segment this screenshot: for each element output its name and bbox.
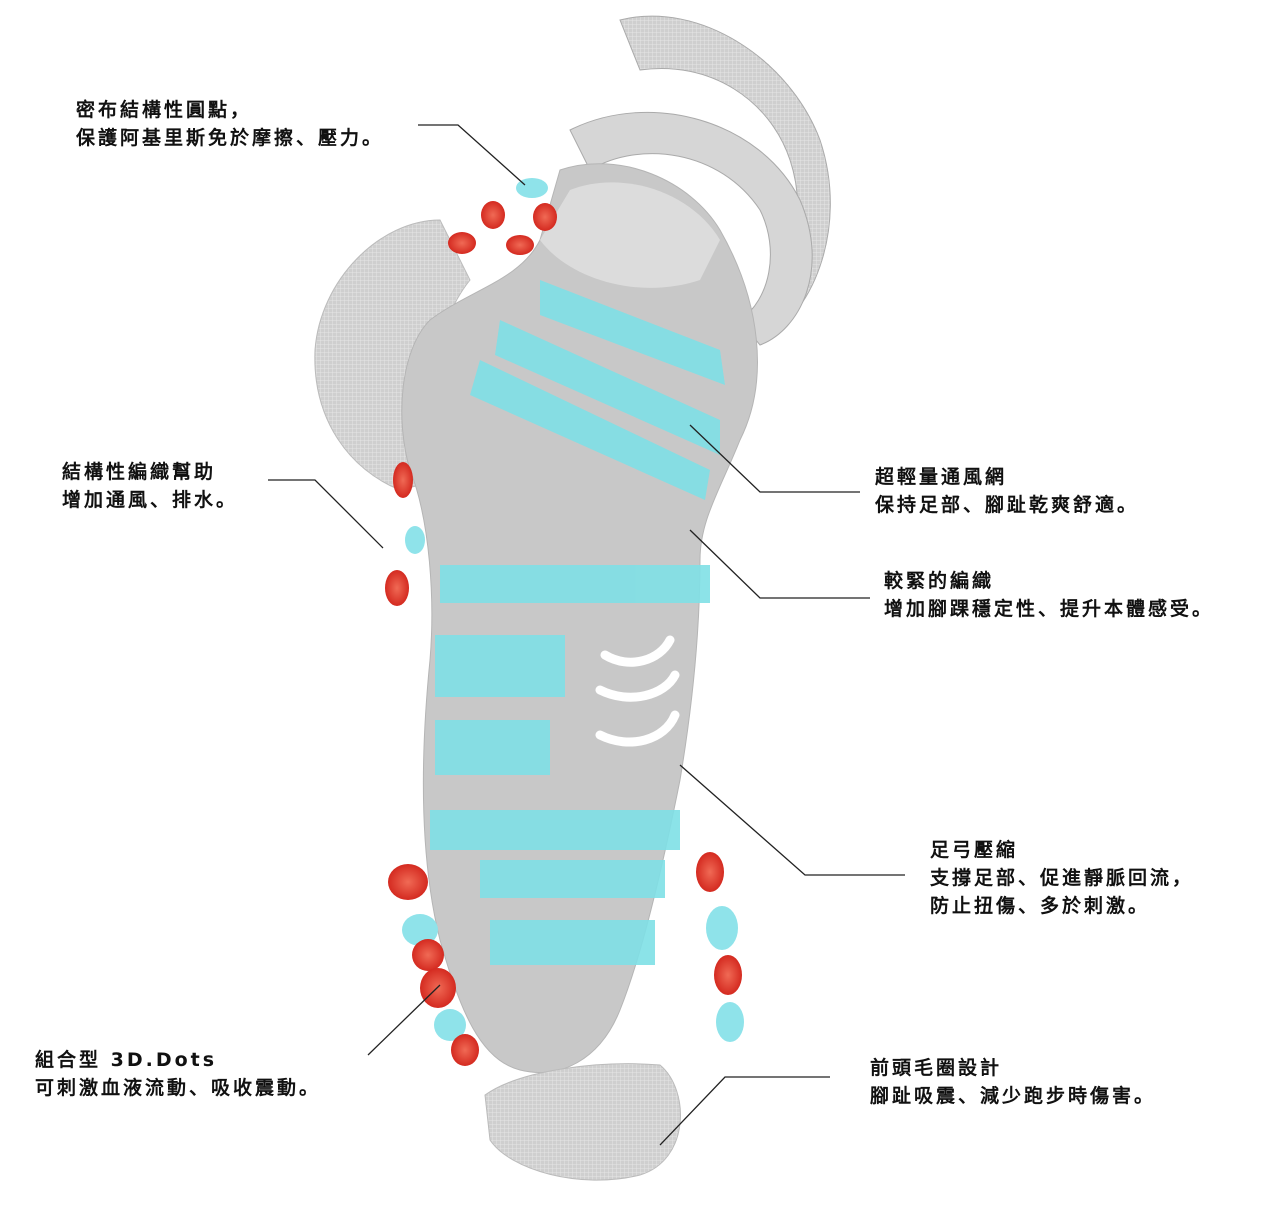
annotation-3d-dots: 組合型 3D.Dots 可刺激血液流動、吸收震動。 <box>35 1046 321 1102</box>
toe-cap <box>484 1063 681 1181</box>
annotation-achilles-dots: 密布結構性圓點， 保護阿基里斯免於摩擦、壓力。 <box>76 96 384 152</box>
annotation-arch-compression: 足弓壓縮 支撐足部、促進靜脈回流， 防止扭傷、多於刺激。 <box>930 836 1194 920</box>
annotation-title: 密布結構性圓點， <box>76 99 253 121</box>
annotation-ultralight-mesh: 超輕量通風網 保持足部、腳趾乾爽舒適。 <box>875 463 1139 519</box>
annotation-toe-terry: 前頭毛圈設計 腳趾吸震、減少跑步時傷害。 <box>870 1054 1156 1110</box>
3d-dots <box>385 178 744 1066</box>
annotation-text: 保護阿基里斯免於摩擦、壓力。 <box>76 127 385 149</box>
annotation-text: 腳趾吸震、減少跑步時傷害。 <box>870 1085 1157 1107</box>
annotation-ventilation-knit: 結構性編織幫助 增加通風、排水。 <box>62 458 238 514</box>
annotation-title: 超輕量通風網 <box>875 466 1008 488</box>
annotation-title: 結構性編織幫助 <box>62 461 217 483</box>
annotation-title: 足弓壓縮 <box>930 839 1019 861</box>
annotation-text: 增加通風、排水。 <box>62 489 239 511</box>
annotation-title: 較緊的編織 <box>884 570 995 592</box>
annotation-text: 增加腳踝穩定性、提升本體感受。 <box>884 598 1215 620</box>
annotation-title: 前頭毛圈設計 <box>870 1057 1003 1079</box>
annotation-tight-knit: 較緊的編織 增加腳踝穩定性、提升本體感受。 <box>884 567 1214 623</box>
compression-bands <box>430 280 725 965</box>
annotation-text: 支撐足部、促進靜脈回流， <box>930 867 1195 889</box>
annotation-text: 可刺激血液流動、吸收震動。 <box>35 1077 322 1099</box>
brand-logo <box>595 635 680 747</box>
cuff-ribbon <box>569 15 831 346</box>
annotation-text: 防止扭傷、多於刺激。 <box>930 895 1151 917</box>
leader-lines <box>268 124 905 1146</box>
annotation-text: 保持足部、腳趾乾爽舒適。 <box>875 494 1140 516</box>
annotation-title: 組合型 3D.Dots <box>35 1049 218 1071</box>
